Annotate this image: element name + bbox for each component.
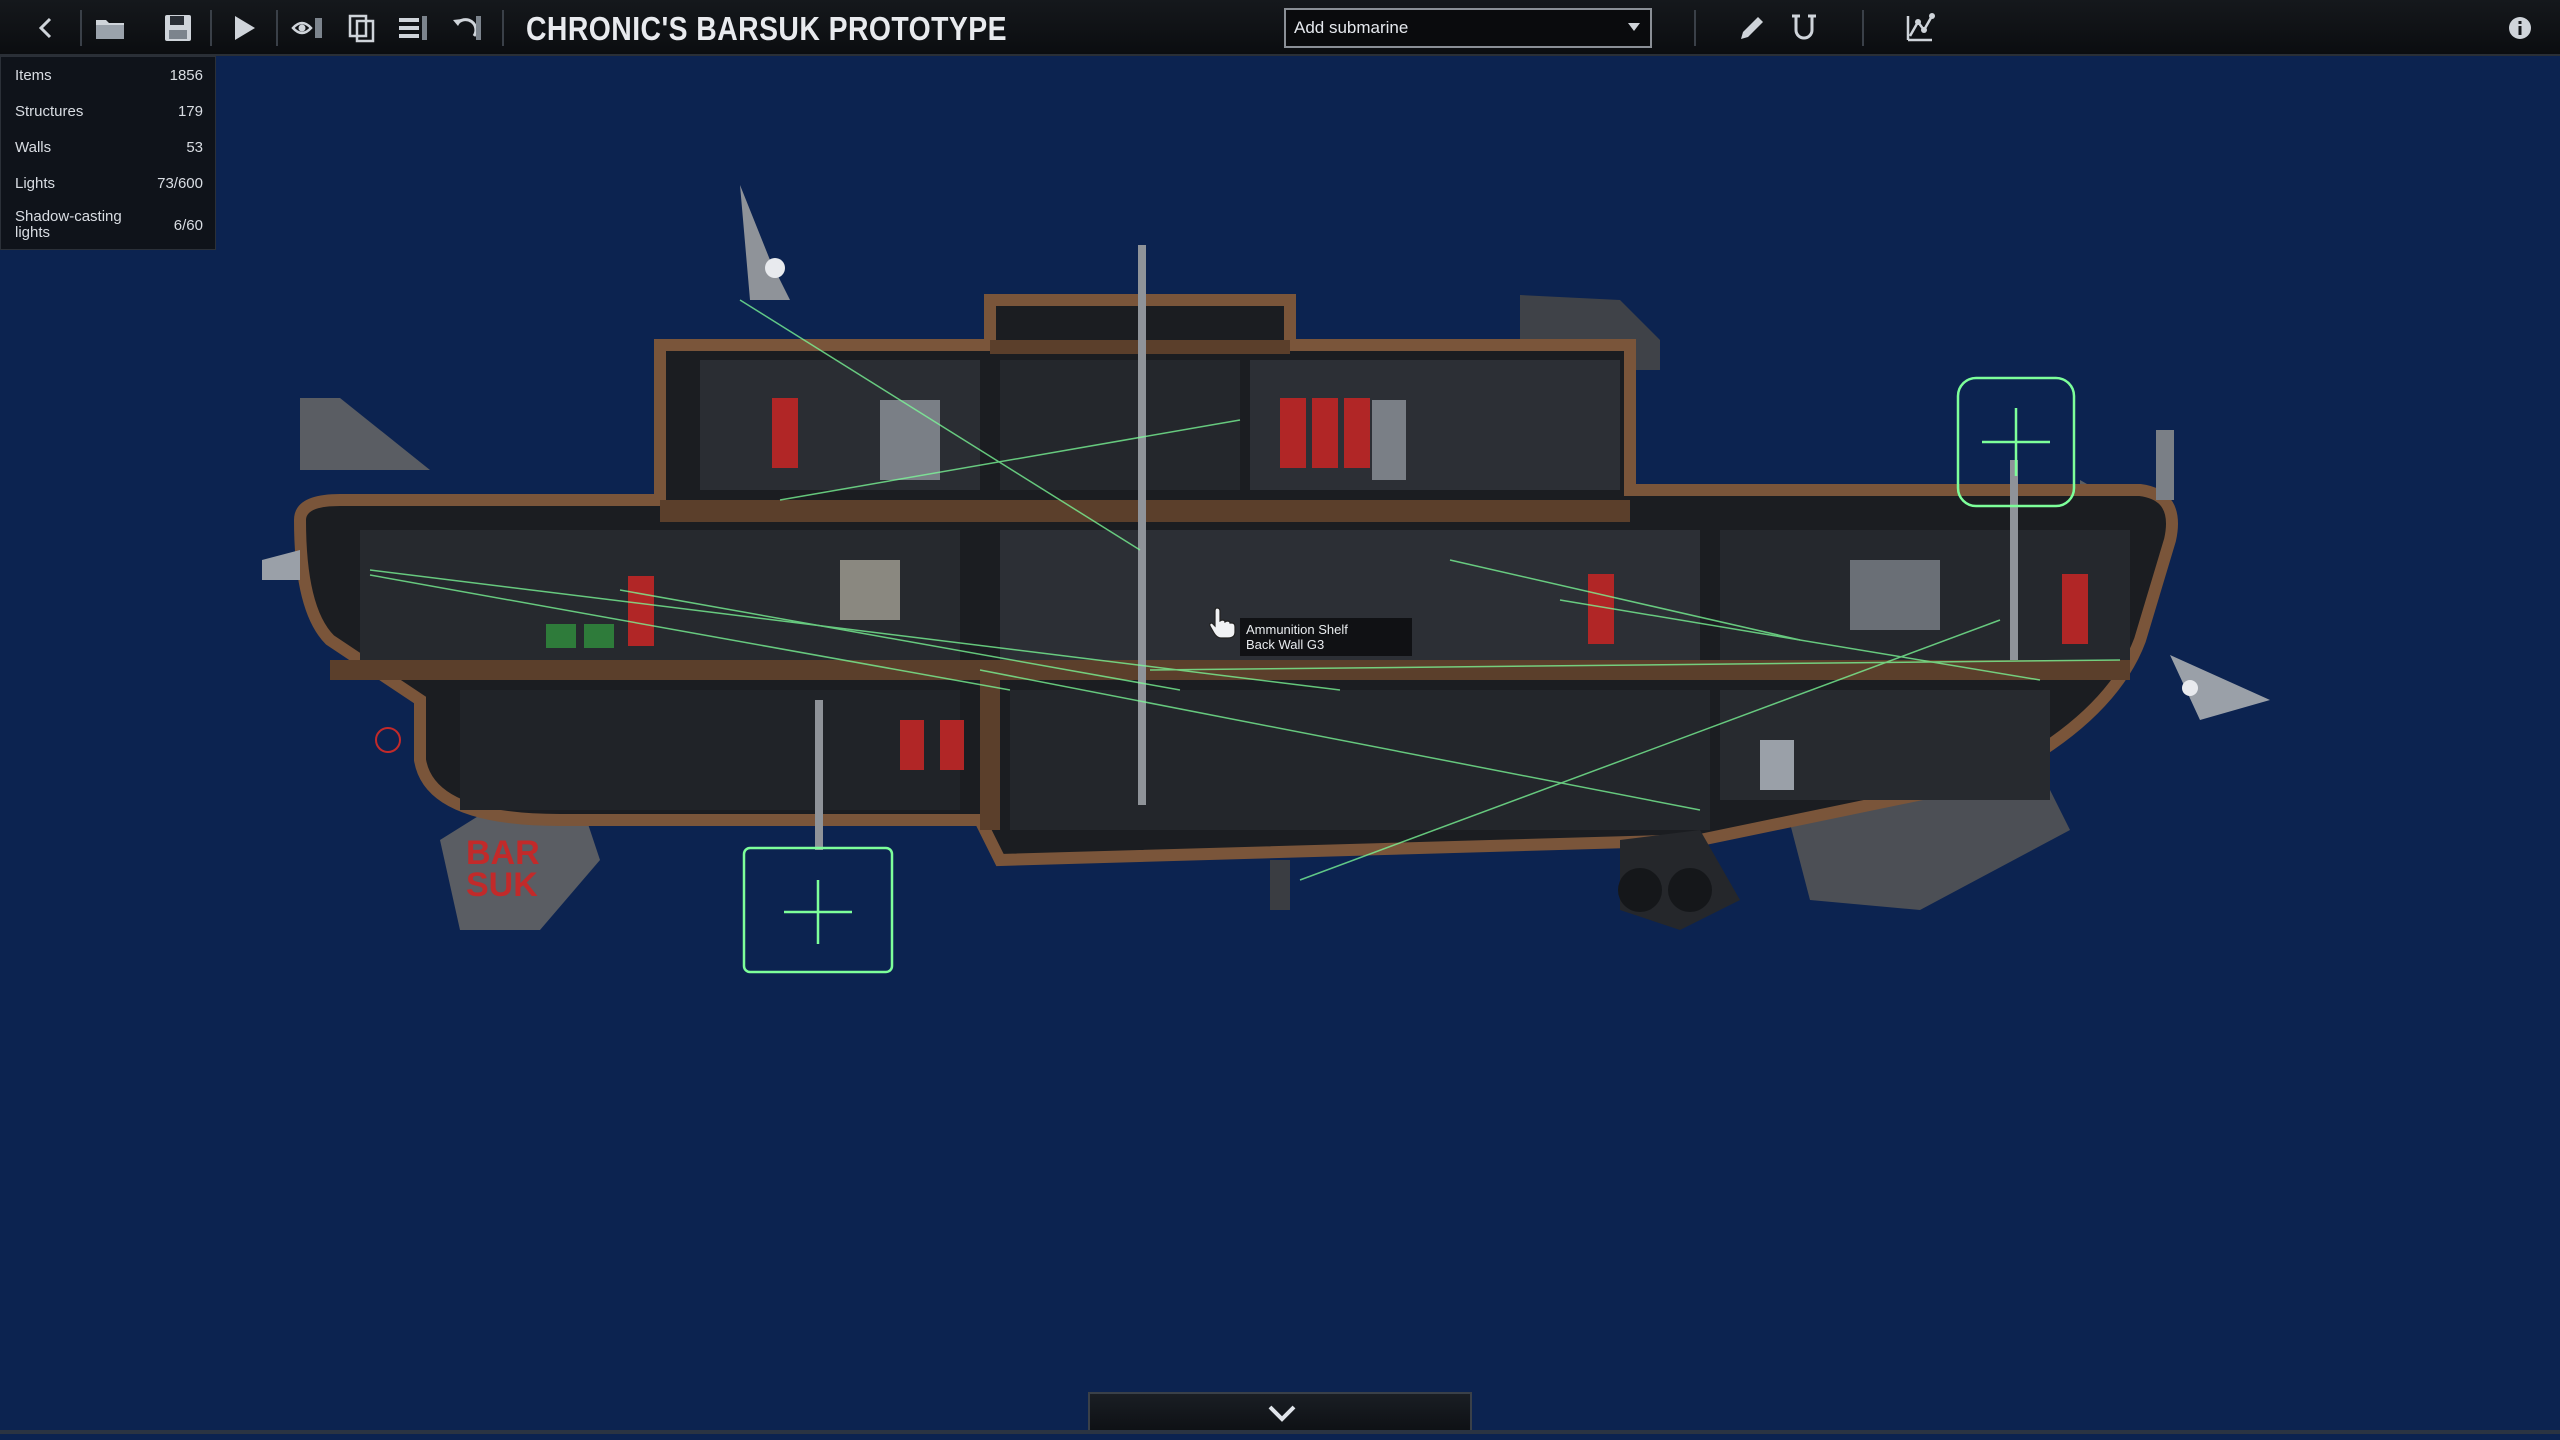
stat-label: Items — [15, 66, 52, 84]
play-icon — [235, 16, 255, 40]
stat-walls: Walls 53 — [15, 139, 203, 156]
save-button[interactable] — [158, 8, 198, 48]
stat-items: Items 1856 — [15, 67, 203, 84]
stat-value: 6/60 — [173, 216, 203, 234]
add-submarine-dropdown[interactable]: Add submarine — [1284, 8, 1652, 48]
toggle-entity-menu-button[interactable] — [1088, 1392, 1472, 1432]
tooltip-item-detail: Back Wall G3 — [1246, 637, 1325, 652]
info-button[interactable] — [2500, 8, 2540, 48]
wiring-overlay — [369, 299, 2121, 881]
edit-mode-button[interactable] — [1732, 8, 1772, 48]
add-submarine-label: Add submarine — [1294, 18, 1409, 37]
hand-cursor-icon — [1209, 607, 1236, 639]
list-icon — [399, 16, 427, 40]
toolbar-separator — [276, 10, 278, 46]
stat-value: 53 — [186, 139, 203, 156]
stat-label: Structures — [15, 102, 84, 120]
hull-logo-bottom: SUK — [466, 866, 538, 904]
toolbar-separator — [1694, 10, 1696, 46]
visibility-button[interactable] — [288, 8, 328, 48]
hull-logo-top: BAR — [466, 834, 540, 872]
docking-port-bottom[interactable] — [742, 846, 894, 974]
docking-port-top[interactable] — [1956, 376, 2076, 508]
back-button[interactable] — [26, 8, 66, 48]
hatch-marker — [375, 727, 401, 753]
toolbar-separator — [502, 10, 504, 46]
save-icon — [165, 15, 191, 41]
toolbar-separator — [210, 10, 212, 46]
stat-label: Shadow-casting lights — [15, 208, 122, 241]
submarine-view[interactable]: BAR SUK — [0, 56, 2560, 1440]
bottom-border — [0, 1430, 2560, 1434]
open-button[interactable] — [90, 8, 130, 48]
stat-value: 73/600 — [157, 175, 203, 192]
submarine-hull — [262, 185, 2270, 930]
toolbar-separator — [80, 10, 82, 46]
undo-button[interactable] — [446, 8, 486, 48]
visibility-icon — [291, 18, 322, 38]
pencil-icon — [1741, 17, 1763, 39]
wiring-icon — [1792, 14, 1816, 40]
stat-structures: Structures 179 — [15, 103, 203, 120]
tooltip-item-name: Ammunition Shelf — [1246, 622, 1348, 637]
editor-canvas[interactable]: BAR SUK — [0, 56, 2560, 1440]
top-toolbar: CHRONIC'S BARSUK PROTOTYPE Add submarine — [0, 0, 2560, 56]
stat-value: 179 — [177, 103, 203, 120]
stat-label: Walls — [15, 138, 52, 156]
toolbar-separator — [1862, 10, 1864, 46]
wiring-mode-button[interactable] — [1784, 8, 1824, 48]
stat-shadow-lights: Shadow-casting lights 6/60 — [15, 209, 203, 241]
layers-button[interactable] — [342, 8, 382, 48]
stat-value: 1856 — [169, 67, 203, 84]
stat-lights: Lights 73/600 — [15, 175, 203, 192]
hover-tooltip: Ammunition Shelf Back Wall G3 — [1240, 618, 1412, 656]
stat-label: Lights — [15, 174, 56, 192]
chevron-down-icon — [1268, 1405, 1296, 1422]
chevron-down-icon — [1628, 23, 1640, 31]
submarine-stats-panel: Items 1856 Structures 179 Walls 53 Light… — [0, 56, 216, 250]
back-icon — [38, 17, 52, 39]
undo-icon — [453, 16, 481, 40]
layers-icon — [348, 14, 375, 43]
waypoint-icon — [1906, 13, 1935, 42]
waypoint-button[interactable] — [1900, 8, 1940, 48]
entity-list-button[interactable] — [392, 8, 432, 48]
open-folder-icon — [96, 20, 124, 39]
submarine-title: CHRONIC'S BARSUK PROTOTYPE — [526, 10, 1007, 47]
test-play-button[interactable] — [224, 8, 264, 48]
info-icon — [2509, 17, 2531, 39]
